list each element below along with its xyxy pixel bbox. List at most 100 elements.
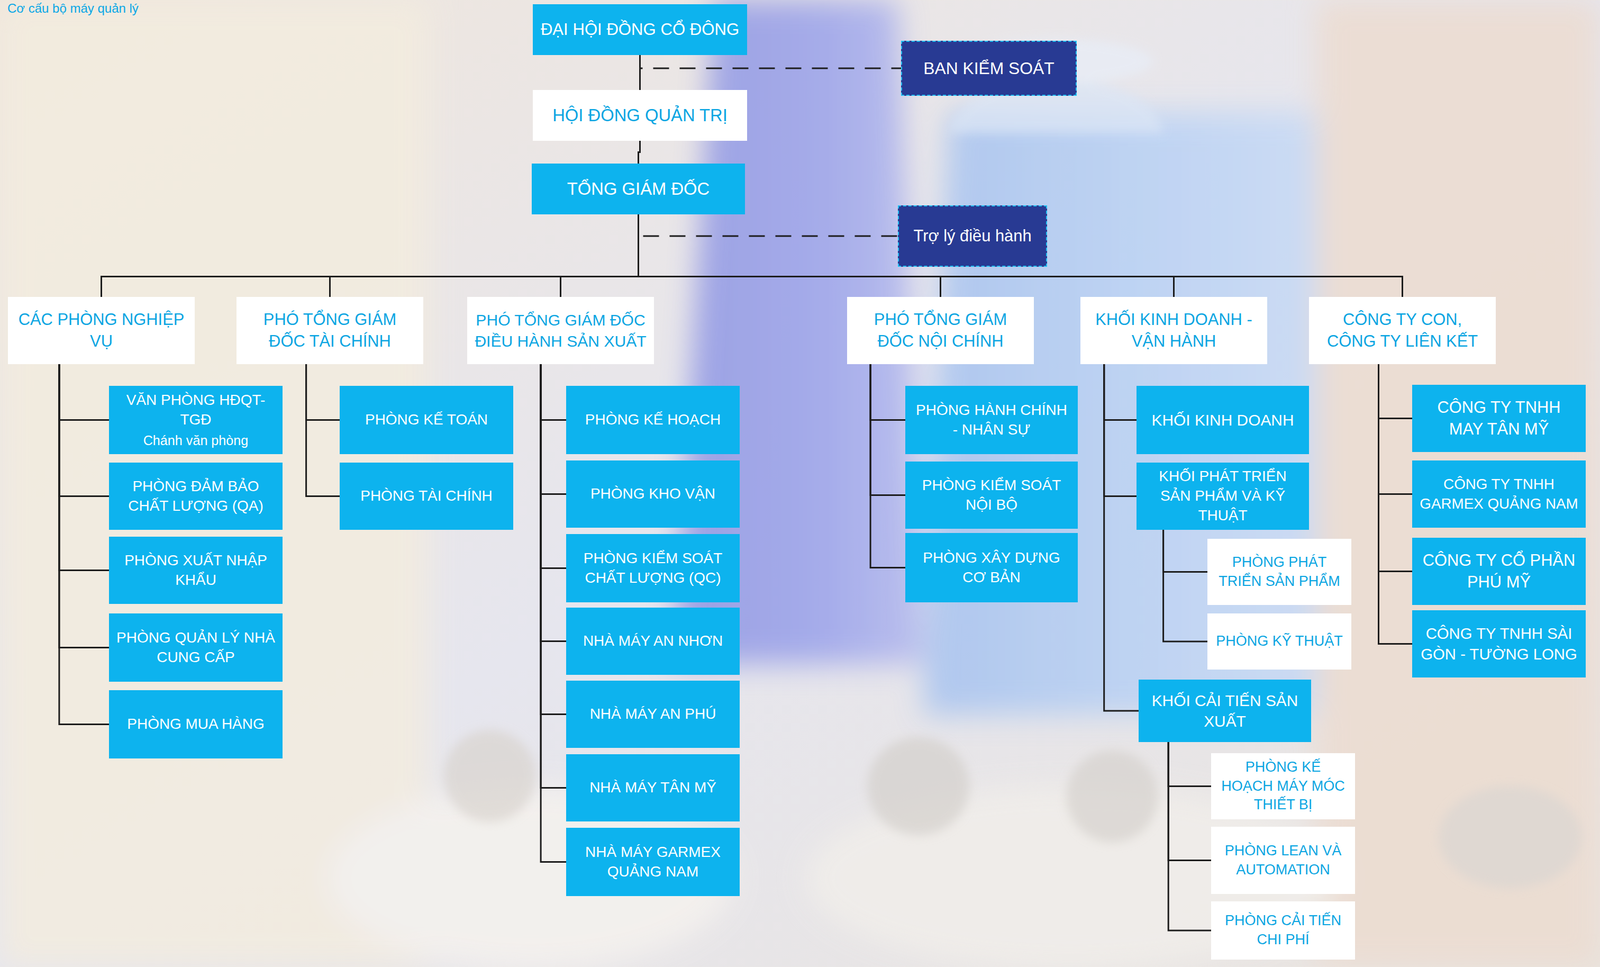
box-label: PHÒNG QUẢN LÝ NHÀ CUNG CẤP <box>116 628 276 668</box>
connector-line <box>870 364 906 421</box>
box-content: Trợ lý điều hành <box>906 225 1039 248</box>
unit-box-white: CÔNG TY CON, CÔNG TY LIÊN KẾT <box>1308 296 1496 365</box>
box-content: KHỐI CẢI TIẾN SẢN XUẤT <box>1146 689 1304 732</box>
unit-box: PHÒNG MUA HÀNG <box>108 689 283 759</box>
box-label: PHÒNG KIỂM SOÁT NỘI BỘ <box>912 475 1071 515</box>
connector-line <box>1378 364 1413 419</box>
box-label: PHÒNG CẢI TIẾN CHI PHÍ <box>1218 911 1348 949</box>
dashed-connector <box>638 214 899 236</box>
dashed-connector <box>640 55 902 69</box>
unit-box-white: PHÓ TỔNG GIÁM ĐỐC TÀI CHÍNH <box>236 296 424 365</box>
unit-box: NHÀ MÁY TÂN MỸ <box>566 753 740 822</box>
unit-box-white: CÁC PHÒNG NGHIỆP VỤ <box>7 296 195 365</box>
connector-line <box>540 364 567 715</box>
unit-box: KHỐI PHÁT TRIỂN SẢN PHẨM VÀ KỸ THUẬT <box>1136 462 1309 530</box>
box-content: CÔNG TY TNHH SÀI GÒN - TƯỜNG LONG <box>1419 623 1579 665</box>
unit-box-white: PHÒNG KỸ THUẬT <box>1207 613 1352 670</box>
box-label: PHÒNG HÀNH CHÍNH - NHÂN SỰ <box>912 400 1071 440</box>
box-content: KHỐI PHÁT TRIỂN SẢN PHẨM VÀ KỸ THUẬT <box>1143 466 1302 526</box>
box-label: NHÀ MÁY AN NHƠN <box>573 631 733 651</box>
connector-line <box>639 55 641 90</box>
box-content: HỘI ĐỒNG QUẢN TRỊ <box>540 103 740 127</box>
box-content: TỔNG GIÁM ĐỐC <box>539 177 738 200</box>
unit-box: PHÒNG ĐẢM BẢO CHẤT LƯỢNG (QA) <box>108 462 283 530</box>
box-content: PHÒNG TÀI CHÍNH <box>347 486 506 506</box>
connector-line <box>1163 529 1208 572</box>
box-label: PHÒNG KẾ HOẠCH <box>573 410 733 430</box>
unit-box: PHÒNG XUẤT NHẬP KHẨU <box>108 536 283 604</box>
box-content: PHÓ TỔNG GIÁM ĐỐC TÀI CHÍNH <box>243 308 416 352</box>
connector-line <box>59 364 109 421</box>
connector-line <box>59 364 109 648</box>
box-label: PHÒNG LEAN VÀ AUTOMATION <box>1218 841 1348 879</box>
unit-box-white: PHÓ TỔNG GIÁM ĐỐC ĐIỀU HÀNH SẢN XUẤT <box>467 296 654 365</box>
box-label: PHÒNG MUA HÀNG <box>116 714 276 734</box>
connector-line <box>306 364 340 421</box>
connector-line <box>1163 529 1208 642</box>
box-label: KHỐI CẢI TIẾN SẢN XUẤT <box>1146 689 1304 732</box>
connector-line <box>540 364 567 421</box>
unit-box: CÔNG TY TNHH MAY TÂN MỸ <box>1412 384 1586 452</box>
unit-box: PHÒNG QUẢN LÝ NHÀ CUNG CẤP <box>108 613 283 682</box>
box-label: ĐẠI HỘI ĐỒNG CỔ ĐÔNG <box>540 18 740 41</box>
unit-box: PHÒNG TÀI CHÍNH <box>339 462 514 530</box>
box-content: PHÒNG KẾ TOÁN <box>347 410 506 430</box>
box-label: PHÒNG KIỂM SOÁT CHẤT LƯỢNG (QC) <box>573 548 733 588</box>
connector-line <box>1104 364 1137 421</box>
unit-box: NHÀ MÁY AN NHƠN <box>566 607 740 675</box>
box-content: CÔNG TY CON, CÔNG TY LIÊN KẾT <box>1316 308 1489 352</box>
connector-line <box>1378 364 1413 644</box>
box-content: KHỐI KINH DOANH <box>1143 409 1302 431</box>
box-label: BAN KIỂM SOÁT <box>909 57 1069 80</box>
box-content: PHÒNG CẢI TIẾN CHI PHÍ <box>1218 911 1348 949</box>
unit-box: KHỐI CẢI TIẾN SẢN XUẤT <box>1138 679 1312 742</box>
connector-line <box>1168 741 1212 861</box>
unit-box: ĐẠI HỘI ĐỒNG CỔ ĐÔNG <box>532 4 748 56</box>
unit-box: TỔNG GIÁM ĐỐC <box>531 163 745 215</box>
unit-box-white: PHÒNG PHÁT TRIỂN SẢN PHẨM <box>1207 538 1352 605</box>
unit-box-white: PHÒNG KẾ HOẠCH MÁY MÓC THIẾT BỊ <box>1211 752 1356 820</box>
box-label: PHÓ TỔNG GIÁM ĐỐC NỘI CHÍNH <box>854 308 1027 352</box>
box-label: PHÒNG KHO VẬN <box>573 484 733 504</box>
box-content: PHÒNG KẾ HOẠCH <box>573 410 733 430</box>
box-label: PHÓ TỔNG GIÁM ĐỐC TÀI CHÍNH <box>243 308 416 352</box>
connector-line <box>330 214 639 297</box>
box-content: PHÒNG KHO VẬN <box>573 484 733 504</box>
unit-box: CÔNG TY TNHH GARMEX QUẢNG NAM <box>1412 460 1586 528</box>
box-content: NHÀ MÁY AN PHÚ <box>573 704 733 724</box>
connector-line <box>1378 364 1413 572</box>
page-title: Cơ cấu bộ máy quản lý <box>7 1 139 16</box>
connector-line <box>870 364 906 568</box>
box-content: VĂN PHÒNG HĐQT-TGĐChánh văn phòng <box>116 390 276 450</box>
unit-box-white: PHÒNG LEAN VÀ AUTOMATION <box>1211 826 1356 894</box>
unit-box: NHÀ MÁY AN PHÚ <box>566 680 740 748</box>
box-content: NHÀ MÁY GARMEX QUẢNG NAM <box>573 842 733 882</box>
connector-line <box>1104 364 1139 711</box>
connector-line <box>59 364 109 497</box>
side-box-dark: Trợ lý điều hành <box>897 205 1048 267</box>
box-label: PHÒNG ĐẢM BẢO CHẤT LƯỢNG (QA) <box>116 476 276 516</box>
box-content: PHÒNG HÀNH CHÍNH - NHÂN SỰ <box>912 400 1071 440</box>
connector-line <box>540 364 567 642</box>
box-label: PHÓ TỔNG GIÁM ĐỐC ĐIỀU HÀNH SẢN XUẤT <box>474 309 647 352</box>
box-content: PHÓ TỔNG GIÁM ĐỐC NỘI CHÍNH <box>854 308 1027 352</box>
connector-line <box>59 364 109 725</box>
box-label: HỘI ĐỒNG QUẢN TRỊ <box>540 103 740 127</box>
unit-box: PHÒNG XÂY DỰNG CƠ BẢN <box>905 532 1078 603</box>
box-content: PHÒNG XÂY DỰNG CƠ BẢN <box>912 548 1071 588</box>
connector-line <box>638 140 641 164</box>
unit-box-white: KHỐI KINH DOANH - VẬN HÀNH <box>1080 296 1268 365</box>
connector-line <box>540 364 567 862</box>
box-content: ĐẠI HỘI ĐỒNG CỔ ĐÔNG <box>540 18 740 41</box>
unit-box: KHỐI KINH DOANH <box>1136 385 1309 454</box>
box-label: CÔNG TY CỔ PHẦN PHÚ MỸ <box>1419 549 1579 593</box>
unit-box: PHÒNG KẾ HOẠCH <box>566 385 740 454</box>
connector-line <box>306 364 340 497</box>
connector-line <box>540 364 567 495</box>
box-content: PHÒNG QUẢN LÝ NHÀ CUNG CẤP <box>116 628 276 668</box>
box-content: CÔNG TY TNHH MAY TÂN MỸ <box>1419 396 1579 440</box>
box-content: NHÀ MÁY AN NHƠN <box>573 631 733 651</box>
connector-line <box>101 214 639 297</box>
box-content: PHÒNG MUA HÀNG <box>116 714 276 734</box>
